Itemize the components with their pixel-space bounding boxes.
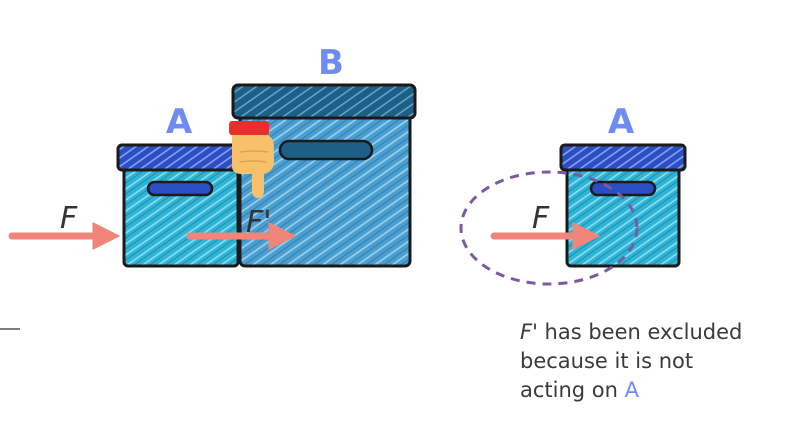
box-a-lid [116, 143, 246, 172]
force-f-label: F [60, 201, 78, 236]
caption-line-1-rest: has been excluded [537, 320, 743, 344]
right-scene: A F [459, 102, 687, 286]
hand-cuff [229, 121, 269, 135]
box-b-lid [231, 83, 417, 120]
isolated-box-a-handle [589, 180, 657, 197]
isolated-force-f-label: F [532, 201, 550, 236]
force-f-prime-label: F' [246, 205, 272, 240]
box-a-label: A [166, 102, 193, 142]
caption-line-1: F' has been excluded [520, 318, 780, 347]
caption-line-3: acting on A [520, 376, 780, 405]
box-a-body [122, 162, 240, 268]
isolated-box-a-lid [559, 143, 687, 172]
box-b-handle [278, 139, 374, 161]
isolated-box-a-body [565, 162, 681, 268]
pointing-hand-icon [229, 121, 274, 198]
caption-ref-a: A [624, 378, 640, 402]
box-b-label: B [318, 43, 344, 83]
caption-line-3-prefix: acting on [520, 378, 625, 402]
box-a-handle [146, 180, 214, 197]
isolated-box-a [559, 143, 687, 268]
left-scene: B A F F' [8, 43, 417, 268]
isolation-circle [459, 170, 639, 286]
isolated-box-a-label: A [608, 102, 635, 142]
caption: F' has been excluded because it is not a… [520, 318, 780, 405]
box-a [116, 143, 246, 268]
caption-f-prime: F' [520, 320, 538, 344]
caption-line-2: because it is not [520, 349, 694, 373]
